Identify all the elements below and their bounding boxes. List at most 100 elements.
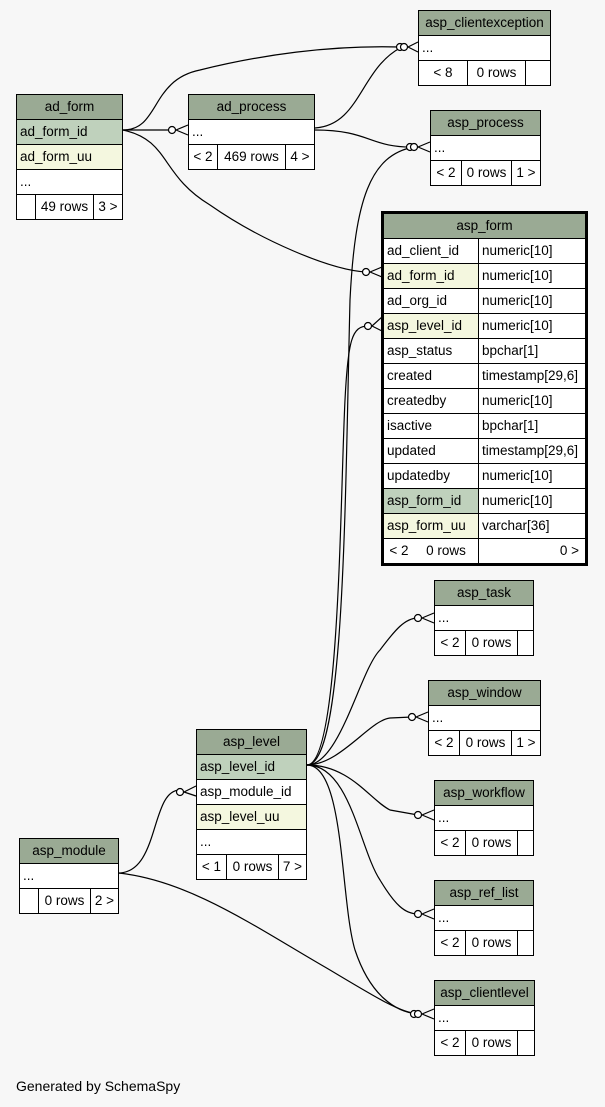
row-count: 0 rows	[461, 161, 511, 185]
table-asp_ref_list[interactable]: asp_ref_list ... < 2 0 rows	[434, 880, 534, 956]
table-header: asp_process	[431, 111, 540, 136]
column-type: varchar[36]	[478, 514, 585, 538]
column-name: asp_status	[387, 343, 453, 358]
column-type: timestamp[29,6]	[478, 439, 585, 463]
column-more: ...	[23, 868, 35, 883]
table-header: asp_clientexception	[419, 11, 550, 36]
column-name: createdby	[387, 393, 447, 408]
column-type: timestamp[29,6]	[478, 364, 585, 388]
row-count: 0 rows	[465, 831, 517, 855]
column-more: ...	[438, 810, 450, 825]
column-type: numeric[10]	[478, 314, 585, 338]
row-count: 0 rows	[465, 1031, 517, 1055]
table-header: asp_ref_list	[435, 881, 533, 906]
generated-by-text: Generated by SchemaSpy	[16, 1078, 181, 1094]
column-asp_module_id: asp_module_id	[200, 784, 292, 799]
parents-link[interactable]: < 2	[434, 735, 454, 750]
column-name: asp_level_id	[384, 314, 478, 338]
parents-link[interactable]: < 2	[440, 1035, 460, 1050]
column-type: numeric[10]	[478, 289, 585, 313]
column-name: asp_form_uu	[384, 514, 478, 538]
children-link[interactable]: 7 >	[278, 855, 306, 879]
column-name: updated	[387, 443, 436, 458]
column-more: ...	[438, 1010, 450, 1025]
children-link[interactable]	[525, 61, 550, 85]
parents-link[interactable]: < 2	[436, 165, 456, 180]
column-more: ...	[434, 140, 446, 155]
column-type: numeric[10]	[478, 489, 585, 513]
column-name: isactive	[387, 418, 433, 433]
row-count: 0 rows	[465, 931, 517, 955]
row-count: 0 rows	[426, 543, 466, 558]
column-name: ad_client_id	[387, 243, 460, 258]
parents-link[interactable]	[20, 889, 38, 913]
column-type: numeric[10]	[478, 464, 585, 488]
column-type: numeric[10]	[478, 264, 585, 288]
column-more: ...	[20, 174, 32, 189]
parents-link[interactable]: < 2	[193, 149, 213, 164]
parents-link[interactable]: < 1	[201, 859, 222, 874]
table-header: asp_workflow	[435, 781, 533, 806]
table-ad_form[interactable]: ad_form ad_form_id ad_form_uu ... 49 row…	[16, 94, 123, 220]
children-link[interactable]: 1 >	[511, 161, 540, 185]
table-asp_clientlevel[interactable]: asp_clientlevel ... < 2 0 rows	[434, 980, 535, 1056]
table-asp_form[interactable]: asp_form ad_client_id numeric[10] ad_form…	[381, 211, 588, 566]
column-name: updatedby	[387, 468, 451, 483]
column-more: ...	[422, 40, 434, 55]
column-asp_level_uu: asp_level_uu	[200, 809, 280, 824]
column-ad_form_uu: ad_form_uu	[20, 149, 93, 164]
children-link[interactable]	[517, 1031, 534, 1055]
column-more: ...	[438, 910, 450, 925]
parents-link[interactable]: < 2	[389, 543, 409, 558]
column-type: bpchar[1]	[478, 414, 585, 438]
column-more: ...	[192, 124, 204, 139]
column-ad_form_id: ad_form_id	[20, 124, 88, 139]
column-type: numeric[10]	[478, 239, 585, 263]
table-asp_clientexception[interactable]: asp_clientexception ... < 8 0 rows	[418, 10, 551, 86]
column-name: created	[387, 368, 433, 383]
table-header: asp_form	[384, 214, 585, 239]
table-header: asp_module	[20, 839, 118, 864]
parents-link[interactable]	[17, 195, 35, 219]
table-header: asp_level	[197, 730, 306, 755]
children-link[interactable]: 0 >	[478, 539, 585, 563]
column-name: ad_form_id	[384, 264, 478, 288]
row-count: 0 rows	[465, 631, 517, 655]
table-header: ad_form	[17, 95, 122, 120]
parents-link[interactable]: < 2	[440, 835, 460, 850]
row-count: 0 rows	[38, 889, 90, 913]
children-link[interactable]	[517, 831, 533, 855]
column-name: ad_org_id	[387, 293, 448, 308]
column-asp_level_id: asp_level_id	[200, 759, 276, 774]
children-link[interactable]: 2 >	[90, 889, 118, 913]
table-header: asp_clientlevel	[435, 981, 534, 1006]
table-asp_level[interactable]: asp_level asp_level_id asp_module_id asp…	[196, 729, 307, 880]
row-count: 49 rows	[35, 195, 93, 219]
column-name: asp_form_id	[384, 489, 478, 513]
column-more: ...	[432, 710, 444, 725]
table-header: ad_process	[189, 95, 314, 120]
column-more: ...	[438, 610, 450, 625]
parents-link[interactable]: < 2	[440, 635, 460, 650]
column-type: numeric[10]	[478, 389, 585, 413]
row-count: 0 rows	[467, 61, 525, 85]
children-link[interactable]	[517, 931, 533, 955]
children-link[interactable]	[517, 631, 533, 655]
children-link[interactable]: 4 >	[285, 145, 314, 169]
table-header: asp_window	[429, 681, 540, 706]
table-asp_workflow[interactable]: asp_workflow ... < 2 0 rows	[434, 780, 534, 856]
children-link[interactable]: 1 >	[511, 731, 540, 755]
column-more: ...	[200, 834, 212, 849]
row-count: 469 rows	[217, 145, 285, 169]
row-count: 0 rows	[226, 855, 278, 879]
parents-link[interactable]: < 2	[440, 935, 460, 950]
parents-link[interactable]: < 8	[433, 65, 453, 80]
row-count: 0 rows	[459, 731, 511, 755]
children-link[interactable]: 3 >	[93, 195, 122, 219]
